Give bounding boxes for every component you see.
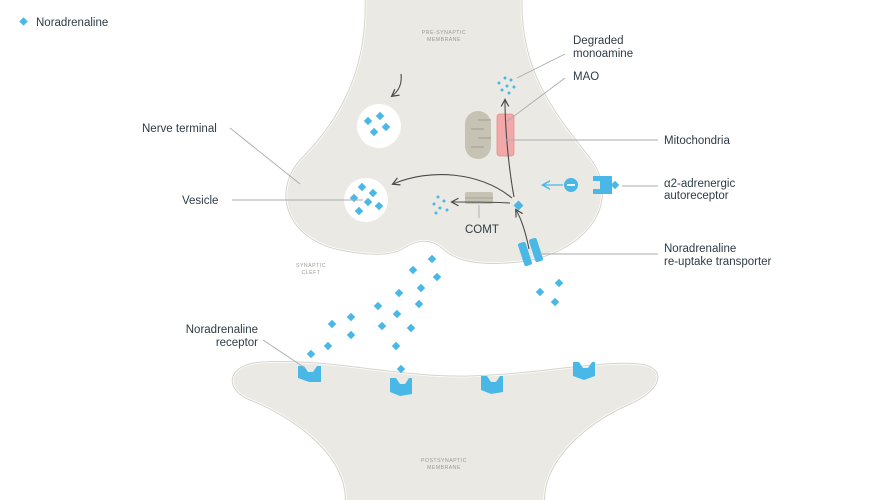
leader-degraded	[516, 53, 566, 79]
leader-mao	[505, 77, 566, 123]
label-receptor-line2: receptor	[216, 337, 258, 349]
vesicle-upper	[357, 104, 401, 148]
comt-degraded-dots	[432, 195, 449, 215]
degraded-monoamine-dots	[497, 76, 516, 95]
presynaptic-label-line1: PRE-SYNAPTIC	[422, 30, 466, 36]
label-receptor-line1: Noradrenaline	[186, 324, 258, 336]
repackaging-arrow	[393, 174, 513, 199]
cleft-noradrenaline	[306, 254, 564, 374]
label-transporter-line2: re-uptake transporter	[664, 256, 772, 268]
autoreceptor-protein	[593, 176, 612, 194]
intracellular-noradrenaline	[513, 200, 524, 211]
comt-arrow	[452, 202, 511, 203]
label-degraded-line1: Degraded	[573, 35, 624, 47]
legend-label: Noradrenaline	[36, 17, 108, 29]
presynaptic-label-line2: MEMBRANE	[427, 37, 461, 43]
label-mitochondria: Mitochondria	[664, 135, 730, 147]
label-vesicle: Vesicle	[182, 195, 218, 207]
label-comt: COMT	[465, 224, 499, 236]
postsynaptic-label-line2: MEMBRANE	[427, 465, 461, 471]
postsynaptic-terminal	[231, 360, 660, 500]
label-autoreceptor-line2: autoreceptor	[664, 190, 729, 202]
vesicle-upper-noradrenaline	[363, 111, 391, 137]
label-mao: MAO	[573, 71, 599, 83]
label-transporter-line1: Noradrenaline	[664, 243, 736, 255]
autoreceptor-ligand	[610, 180, 620, 190]
cleft-label-line2: CLEFT	[302, 270, 321, 276]
label-autoreceptor-line1: α2-adrenergic	[664, 178, 735, 190]
reuptake-transporter	[518, 237, 543, 267]
mitochondria	[465, 111, 491, 159]
postsynaptic-label-line1: POSTSYNAPTIC	[421, 458, 467, 464]
reuptake-arrow	[516, 210, 530, 250]
leader-nerve-terminal	[229, 127, 301, 185]
label-nerve-terminal: Nerve terminal	[142, 123, 217, 135]
leader-receptor	[262, 339, 306, 369]
label-degraded-line2: monoamine	[573, 48, 633, 60]
mao-arrow	[505, 100, 515, 198]
vesicle-formation-arrow	[392, 73, 402, 96]
cleft-label-line1: SYNAPTIC	[296, 263, 326, 269]
postsynaptic-receptors	[298, 362, 595, 396]
legend-noradrenaline-icon	[19, 17, 28, 26]
